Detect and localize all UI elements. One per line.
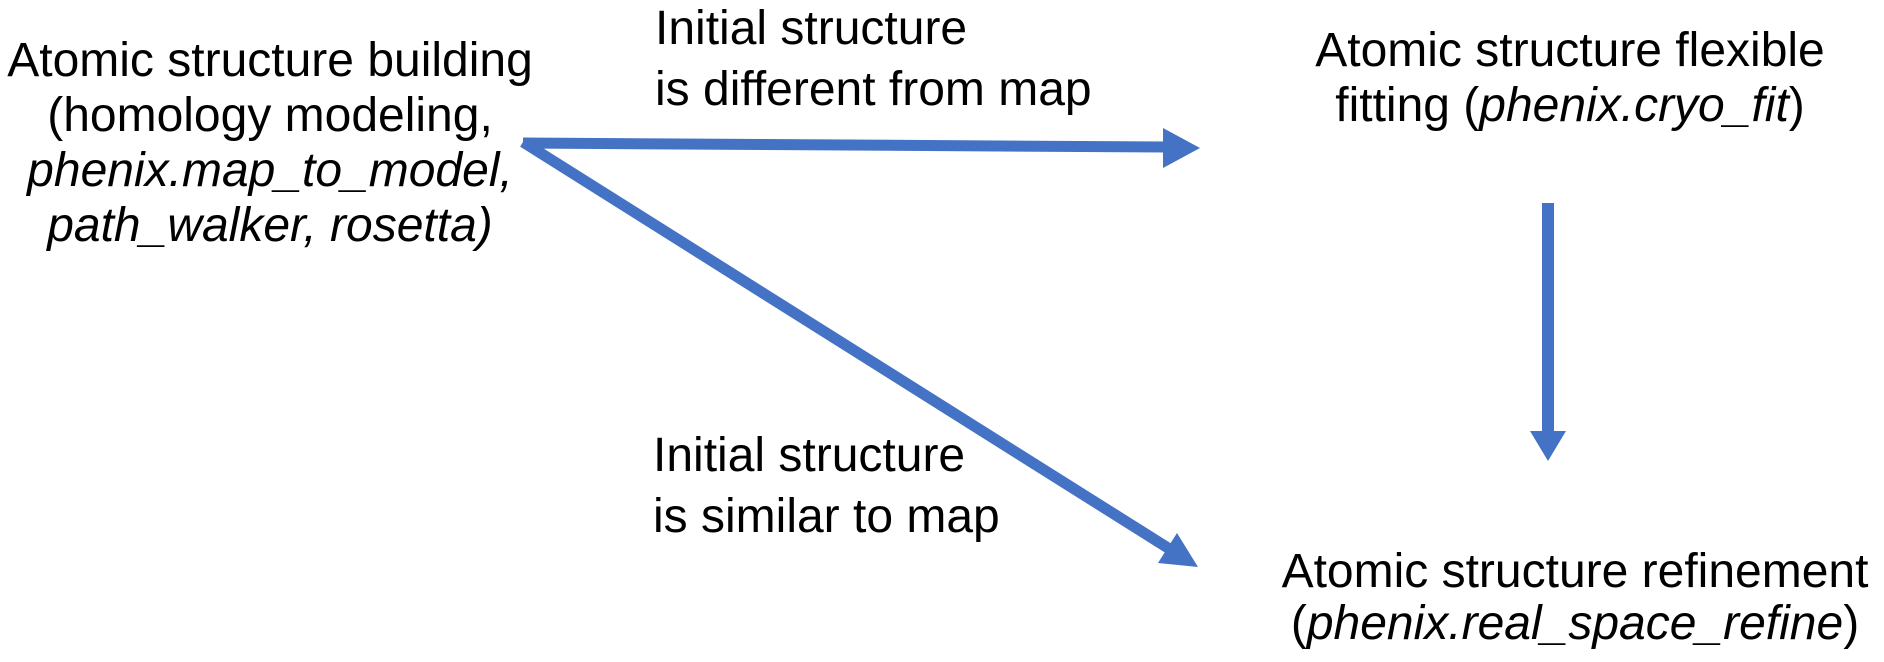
- node-flexible-fitting-line2-prefix: fitting (: [1335, 79, 1480, 132]
- edge-label-similar-line2: is similar to map: [653, 490, 1000, 543]
- node-structure-refinement-line2: (phenix.real_space_refine): [1265, 598, 1884, 650]
- arrow-building-to-refinement-icon: [520, 137, 1198, 567]
- node-structure-building-line2: (homology modeling,: [47, 89, 493, 142]
- node-structure-refinement-line2-prefix: (: [1290, 597, 1307, 650]
- edge-label-different-line2: is different from map: [655, 63, 1092, 116]
- node-flexible-fitting-line2-suffix: ): [1788, 79, 1805, 132]
- node-flexible-fitting-line1: Atomic structure flexible: [1315, 24, 1825, 77]
- node-structure-refinement-program: phenix.real_space_refine: [1306, 597, 1844, 650]
- node-flexible-fitting: Atomic structure flexible fitting (pheni…: [1270, 23, 1870, 133]
- node-flexible-fitting-program: phenix.cryo_fit: [1479, 79, 1789, 132]
- node-structure-building: Atomic structure building (homology mode…: [0, 33, 550, 253]
- node-structure-refinement: Atomic structure refinement (phenix.real…: [1265, 546, 1884, 650]
- arrow-building-to-fitting-icon: [522, 128, 1200, 168]
- arrow-fitting-to-refinement-icon: [1530, 203, 1566, 461]
- edge-label-similar-line1: Initial structure: [653, 429, 966, 482]
- node-structure-building-line3: phenix.map_to_model,: [27, 144, 513, 197]
- edge-label-different-line1: Initial structure: [655, 2, 968, 55]
- edge-label-different-from-map: Initial structure is different from map: [655, 0, 1092, 120]
- node-structure-refinement-line1: Atomic structure refinement: [1281, 545, 1869, 598]
- node-structure-building-line4: path_walker, rosetta): [47, 199, 493, 252]
- node-structure-building-line1: Atomic structure building: [7, 34, 533, 87]
- node-structure-refinement-line2-suffix: ): [1843, 597, 1860, 650]
- node-flexible-fitting-line2: fitting (phenix.cryo_fit): [1270, 78, 1870, 133]
- edge-label-similar-to-map: Initial structure is similar to map: [653, 425, 1000, 547]
